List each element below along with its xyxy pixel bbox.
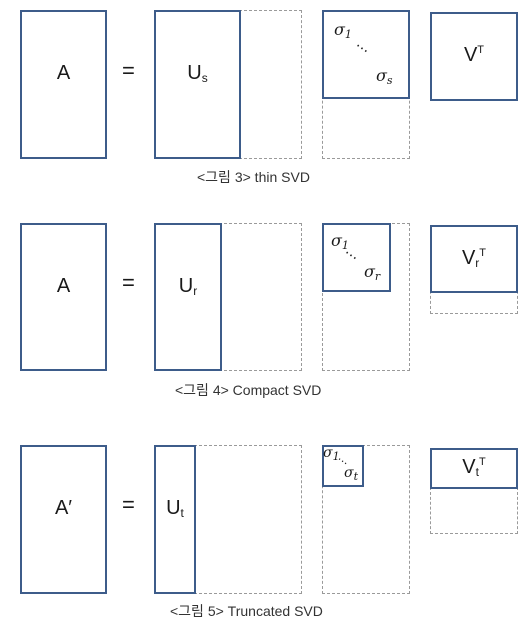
thin-svd-panel: A = Us σ1 ⋯ σs VT <그림 3> thin SVD: [0, 0, 530, 190]
v-transpose-box: [430, 12, 518, 101]
matrix-a-box: [20, 223, 107, 371]
compact-svd-panel: A = Ur σ1 ⋯ σr VrT <그림 4> Compact SVD: [0, 215, 530, 405]
sigma-last-label: σs: [376, 66, 393, 87]
u-matrix-box: [154, 445, 196, 594]
v-transpose-label: VrT: [461, 247, 487, 270]
matrix-a-label: A: [56, 62, 71, 84]
sigma-first-label: σ1: [334, 20, 352, 41]
u-matrix-box: [154, 10, 241, 159]
matrix-a-prime-box: [20, 445, 107, 594]
v-transpose-box: [430, 225, 518, 293]
equals-sign: =: [122, 270, 135, 295]
sigma-first-label: σ1: [323, 445, 340, 463]
truncated-svd-panel: A′ = Ut σ1 ⋯ σt VtT <그림 5> Truncated SVD: [0, 435, 530, 623]
sigma-matrix-box: [322, 10, 410, 99]
sigma-full-outline: [322, 445, 410, 594]
v-transpose-box: [430, 448, 518, 489]
figure-caption: <그림 4> Compact SVD: [175, 382, 322, 398]
matrix-a-box: [20, 10, 107, 159]
sigma-last-label: σt: [344, 465, 358, 483]
sigma-matrix-box: [322, 223, 391, 292]
sigma-last-label: σr: [364, 262, 381, 283]
u-matrix-label: Ut: [166, 497, 184, 520]
v-transpose-label: VtT: [462, 456, 486, 479]
u-matrix-label: Us: [187, 62, 208, 85]
figure-caption: <그림 5> Truncated SVD: [170, 603, 323, 619]
u-matrix-box: [154, 223, 222, 371]
sigma-matrix-box: [322, 445, 364, 487]
matrix-a-label: A: [56, 275, 71, 297]
equals-sign: =: [122, 58, 135, 83]
matrix-a-prime-label: A′: [54, 497, 73, 519]
v-transpose-label: VT: [463, 44, 485, 66]
equals-sign: =: [122, 492, 135, 517]
u-matrix-label: Ur: [178, 275, 198, 298]
figure-caption: <그림 3> thin SVD: [197, 169, 310, 185]
sigma-first-label: σ1: [331, 231, 349, 252]
